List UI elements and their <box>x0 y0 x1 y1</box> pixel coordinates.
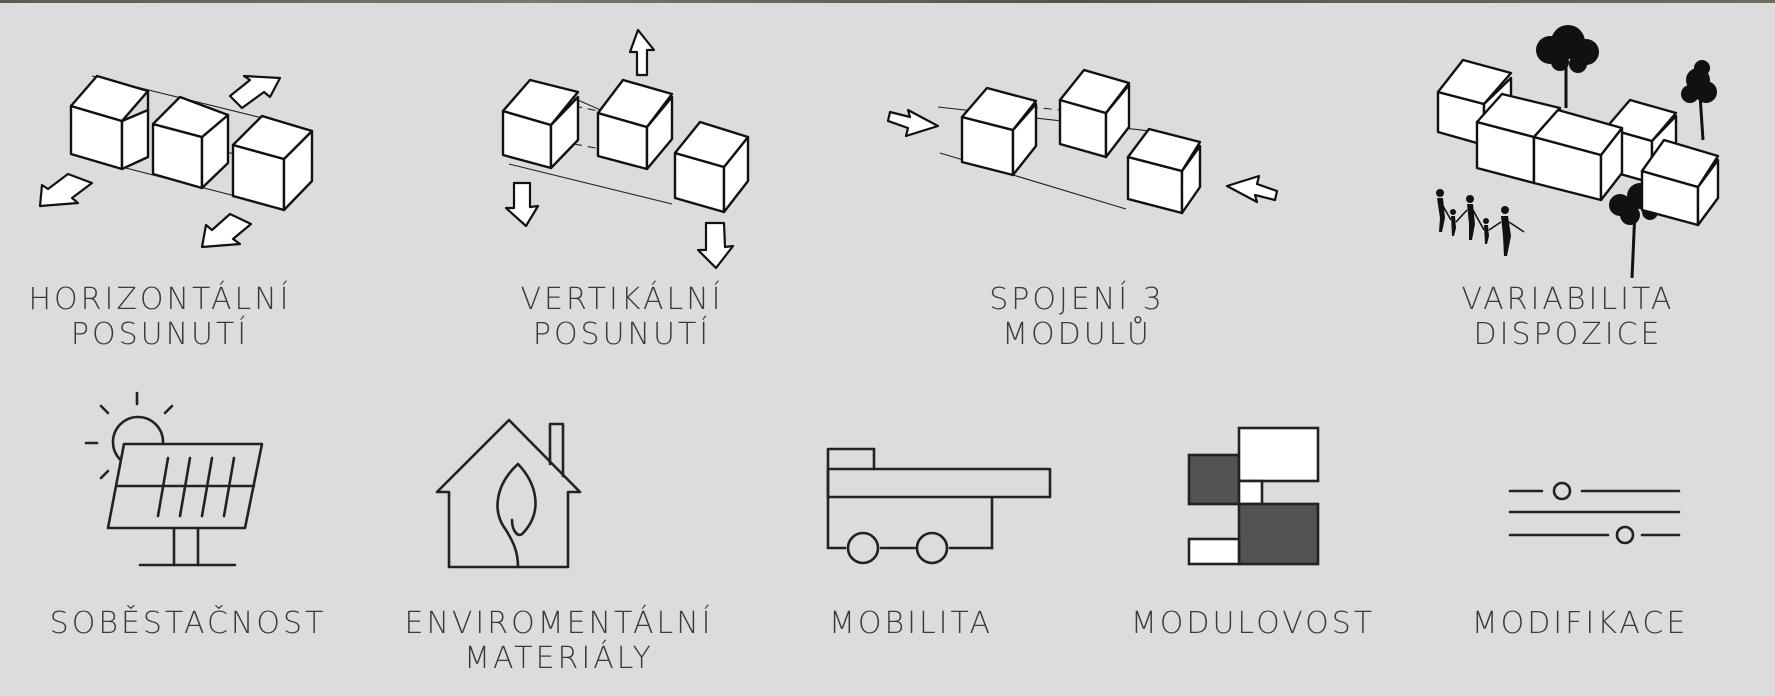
top-photo-strip <box>0 0 1775 3</box>
join-three-modules-icon <box>886 68 1279 215</box>
arrow-down-icon <box>696 221 735 270</box>
arrow-down-left-icon <box>38 172 94 208</box>
tree-icon <box>1536 25 1599 108</box>
label-line-1: MOBILITA <box>828 606 994 641</box>
arrow-up-right-icon <box>228 74 282 110</box>
label-line-1: SOBĚSTAČNOST <box>49 606 327 641</box>
tile-self-sufficiency: SOBĚSTAČNOST <box>40 380 340 680</box>
label-line-2: DISPOZICE <box>1473 317 1663 352</box>
tile-join-modules: SPOJENÍ 3 MODULŮ <box>870 0 1290 360</box>
tile-label: MODULOVOST <box>1131 606 1375 641</box>
vertical-shift-cubes-icon <box>501 28 750 270</box>
horizontal-shift-cubes-icon <box>38 74 314 249</box>
eco-house-leaf-icon <box>435 418 582 569</box>
label-line-1: VERTIKÁLNÍ <box>520 282 724 317</box>
arrow-down-icon <box>504 181 540 228</box>
label-line-2: MODULŮ <box>1002 317 1152 352</box>
tile-vertical-shift: VERTIKÁLNÍ POSUNUTÍ <box>460 0 790 360</box>
tile-label: MOBILITA <box>829 606 993 641</box>
arrow-left-icon <box>1225 174 1279 204</box>
family-people-icon <box>1436 189 1525 256</box>
label-line-1: ENVIROMENTÁLNÍ <box>404 606 714 641</box>
arrow-up-icon <box>628 28 656 77</box>
tile-layout-variability: VARIABILITA DISPOZICE <box>1400 0 1730 360</box>
label-line-2: POSUNUTÍ <box>532 317 712 352</box>
modules-blocks-icon <box>1187 426 1320 566</box>
solar-panel-icon <box>84 391 264 567</box>
tile-label: VERTIKÁLNÍ POSUNUTÍ <box>521 282 724 352</box>
tree-icon <box>1681 60 1717 141</box>
label-line-2: MATERIÁLY <box>464 641 654 676</box>
sliders-icon <box>1508 481 1681 545</box>
tile-label: SPOJENÍ 3 MODULŮ <box>989 282 1164 352</box>
tile-modification: MODIFIKACE <box>1472 380 1760 680</box>
layout-variability-icon <box>1436 25 1720 279</box>
tile-label: HORIZONTÁLNÍ POSUNUTÍ <box>29 282 292 352</box>
tile-modularity: MODULOVOST <box>1120 380 1400 680</box>
truck-icon <box>826 447 1052 565</box>
tile-label: ENVIROMENTÁLNÍ MATERIÁLY <box>404 606 713 676</box>
label-line-1: MODIFIKACE <box>1471 606 1689 641</box>
tile-mobility: MOBILITA <box>770 380 1052 680</box>
arrow-right-icon <box>886 108 940 138</box>
label-line-1: MODULOVOST <box>1130 606 1376 641</box>
label-line-1: HORIZONTÁLNÍ <box>28 282 292 317</box>
label-line-1: SPOJENÍ 3 <box>989 282 1165 317</box>
label-line-1: VARIABILITA <box>1461 282 1675 317</box>
label-line-2: POSUNUTÍ <box>70 317 250 352</box>
tile-environmental-materials: ENVIROMENTÁLNÍ MATERIÁLY <box>400 380 720 680</box>
tile-label: SOBĚSTAČNOST <box>50 606 327 641</box>
tile-label: MODIFIKACE <box>1472 606 1689 641</box>
tile-horizontal-shift: HORIZONTÁLNÍ POSUNUTÍ <box>0 0 330 360</box>
tile-label: VARIABILITA DISPOZICE <box>1462 282 1675 352</box>
arrow-down-left-icon <box>200 212 253 249</box>
